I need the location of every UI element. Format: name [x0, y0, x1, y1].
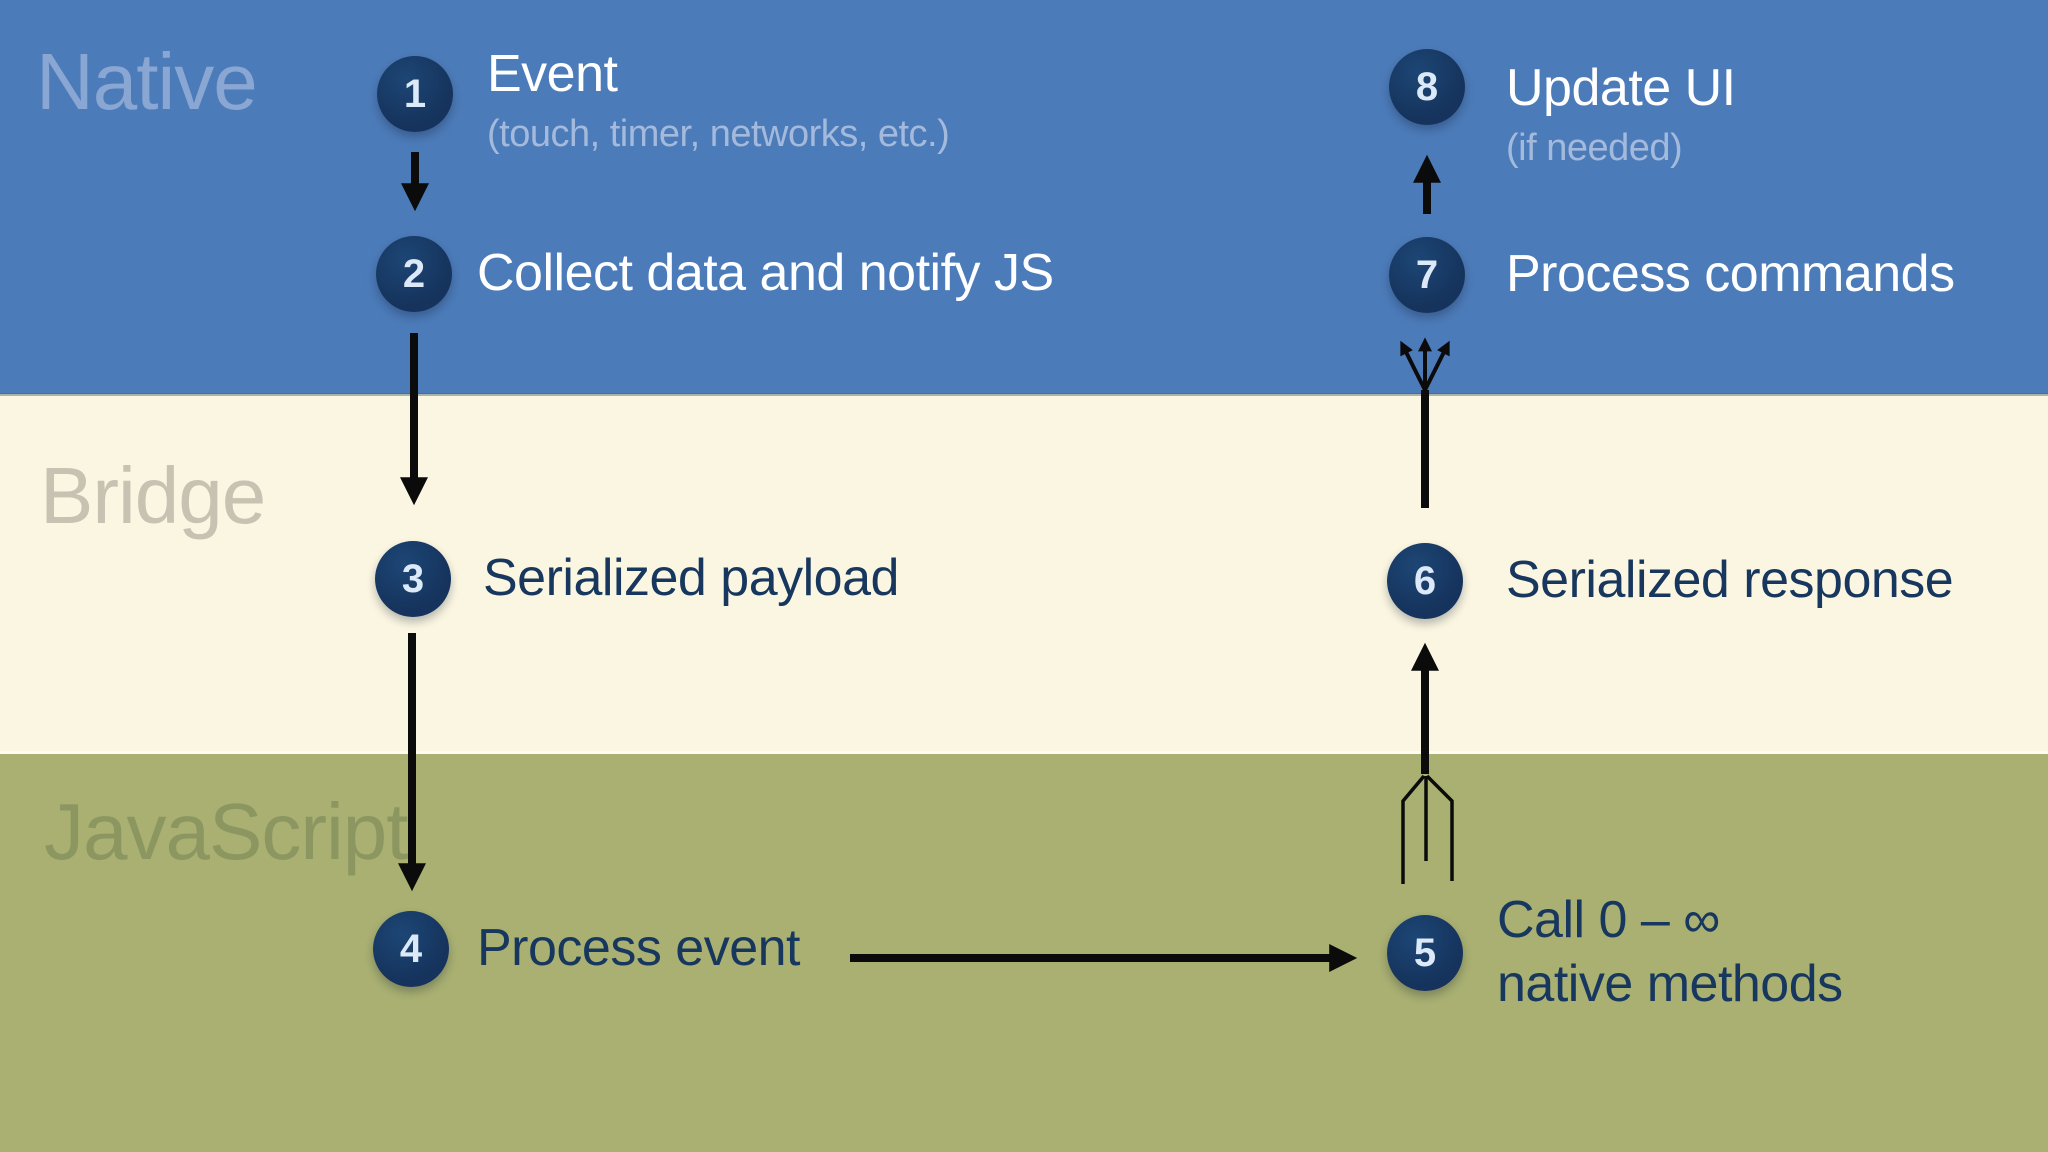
step-circle-7: 7: [1389, 237, 1465, 313]
step-label-process-commands: Process commands: [1506, 242, 1955, 306]
step-label-serialized-response: Serialized response: [1506, 548, 1954, 612]
step-caption: (touch, timer, networks, etc.): [487, 113, 950, 155]
step-title-line2: native methods: [1497, 955, 1843, 1013]
step-circle-4: 4: [373, 911, 449, 987]
step-circle-8: 8: [1389, 49, 1465, 125]
step-circle-1: 1: [377, 56, 453, 132]
native-band: [0, 0, 2048, 394]
step-number: 7: [1415, 253, 1439, 297]
bridge-band-label: Bridge: [40, 451, 266, 540]
native-band-label: Native: [36, 37, 258, 126]
javascript-band: [0, 754, 2048, 1152]
step-label-update-ui: Update UI (if needed): [1506, 56, 1736, 172]
step-number: 6: [1413, 559, 1437, 603]
step-title: Update UI: [1506, 59, 1736, 117]
step-label-process-event: Process event: [477, 916, 801, 980]
step-title: Event: [487, 45, 618, 103]
step-circle-5: 5: [1387, 915, 1463, 991]
step-title-line1: Call 0 – ∞: [1497, 891, 1720, 949]
step-label-call-native-methods: Call 0 – ∞ native methods: [1497, 888, 1843, 1016]
step-circle-2: 2: [376, 236, 452, 312]
bridge-javascript-divider: [0, 751, 2048, 754]
step-number: 1: [403, 72, 427, 116]
step-number: 3: [401, 557, 425, 601]
step-caption: (if needed): [1506, 127, 1683, 169]
step-number: 4: [399, 927, 423, 971]
step-label-serialized-payload: Serialized payload: [483, 546, 899, 610]
step-title: Process event: [477, 919, 801, 977]
bridge-band: [0, 394, 2048, 754]
step-number: 2: [402, 252, 426, 296]
step-number: 5: [1413, 931, 1437, 975]
step-label-collect-data: Collect data and notify JS: [477, 241, 1054, 305]
step-title: Serialized payload: [483, 549, 899, 607]
step-circle-6: 6: [1387, 543, 1463, 619]
step-label-event: Event (touch, timer, networks, etc.): [487, 42, 950, 158]
native-bridge-divider: [0, 393, 2048, 396]
step-title: Process commands: [1506, 245, 1955, 303]
step-number: 8: [1415, 65, 1439, 109]
step-title: Serialized response: [1506, 551, 1954, 609]
step-circle-3: 3: [375, 541, 451, 617]
javascript-band-label: JavaScript: [44, 787, 408, 876]
step-title: Collect data and notify JS: [477, 244, 1054, 302]
